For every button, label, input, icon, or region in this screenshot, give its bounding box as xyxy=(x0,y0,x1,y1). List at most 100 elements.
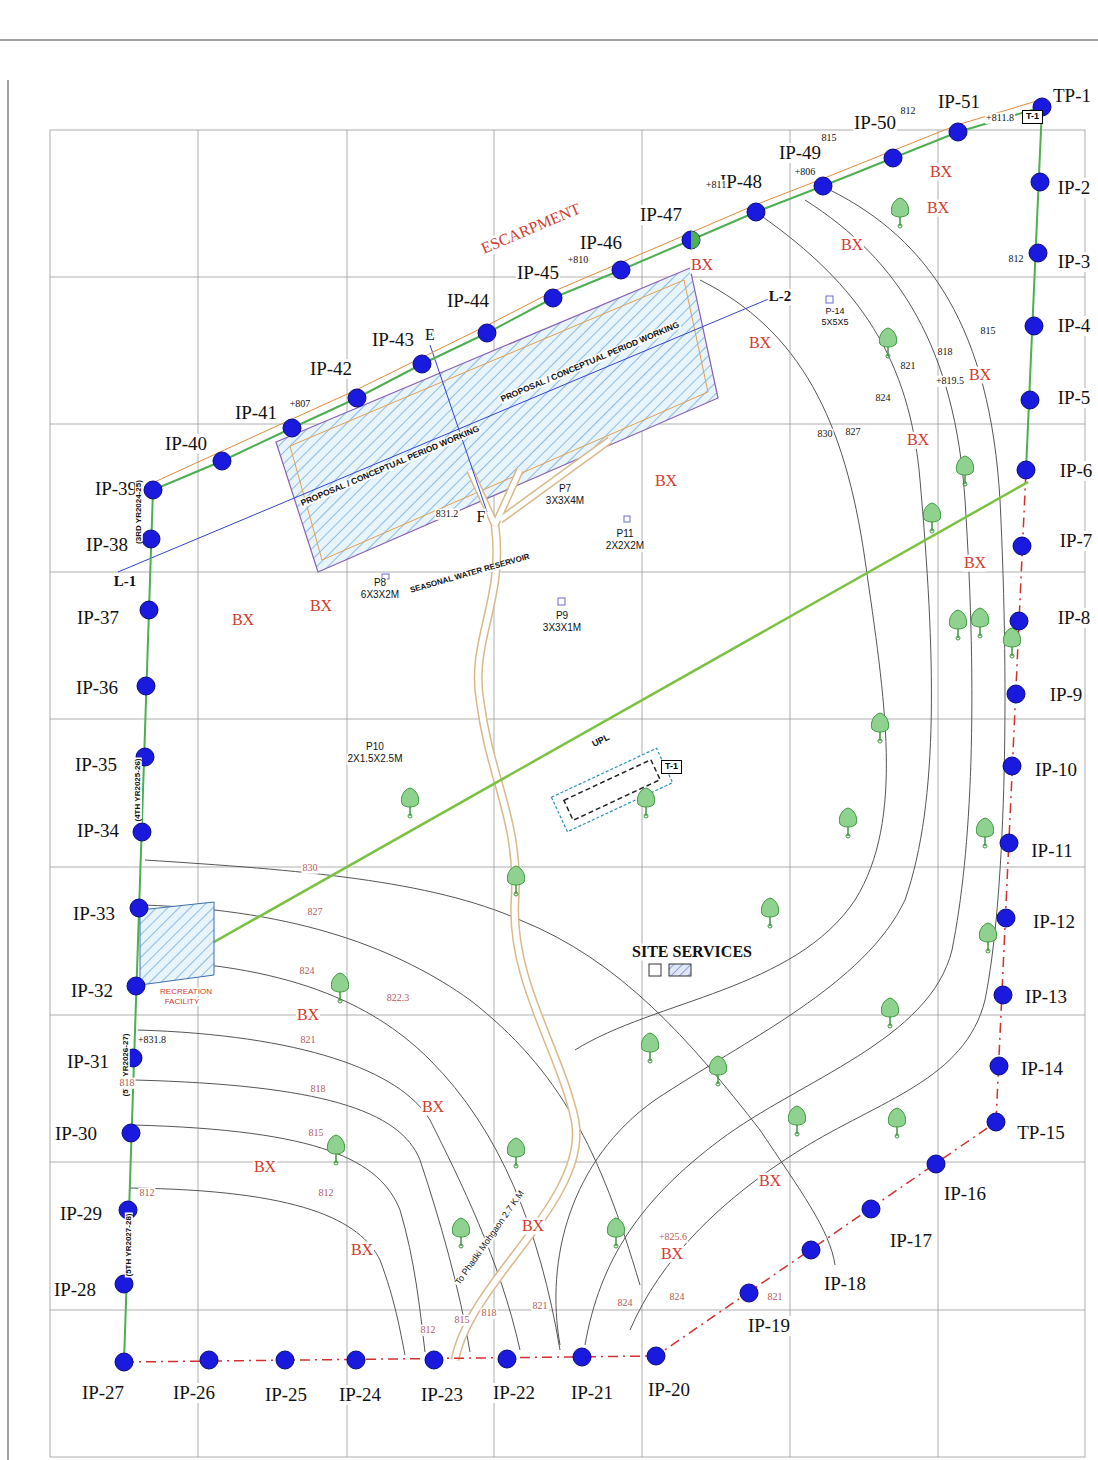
soil-label: BX xyxy=(906,432,930,449)
point-label: IP-12 xyxy=(1032,912,1076,932)
pit-label: P11 xyxy=(615,529,634,540)
point-label: IP-8 xyxy=(1057,608,1092,628)
elevation-label: 815 xyxy=(454,1315,471,1326)
point-label: IP-22 xyxy=(492,1383,536,1403)
point-label: IP-25 xyxy=(264,1385,308,1405)
elevation-label: +831.8 xyxy=(137,1035,167,1046)
elevation-label: +811.8 xyxy=(985,113,1015,124)
section-label: E xyxy=(424,327,436,344)
pit-label: P7 xyxy=(558,484,572,495)
soil-label: BX xyxy=(231,612,255,629)
legend-heading: SITE SERVICES xyxy=(631,944,753,961)
soil-label: BX xyxy=(690,257,714,274)
elevation-label: 821 xyxy=(900,361,917,372)
structure-label: T-1 xyxy=(665,761,678,771)
point-label: IP-38 xyxy=(85,535,129,555)
point-label: IP-33 xyxy=(72,904,116,924)
soil-label: BX xyxy=(253,1159,277,1176)
soil-label: BX xyxy=(350,1242,374,1259)
point-label: IP-7 xyxy=(1059,531,1094,551)
pit-label: 2X1.5X2.5M xyxy=(346,754,403,765)
point-label: IP-11 xyxy=(1030,841,1074,861)
line-label: UPL xyxy=(590,732,612,749)
soil-label: BX xyxy=(654,473,678,490)
soil-label: BX xyxy=(758,1173,782,1190)
area-label: FACILITY xyxy=(164,998,201,1006)
elevation-label: 812 xyxy=(1008,254,1025,265)
elevation-label: 824 xyxy=(669,1292,686,1303)
pit-label: 2X2X2M xyxy=(605,541,645,552)
elevation-label: 822.3 xyxy=(386,993,411,1004)
elevation-label: 818 xyxy=(937,347,954,358)
soil-label: BX xyxy=(968,367,992,384)
point-label: IP-32 xyxy=(70,981,114,1001)
soil-label: BX xyxy=(660,1246,684,1263)
elevation-label: 821 xyxy=(532,1301,549,1312)
elevation-label: 812 xyxy=(318,1188,335,1199)
point-label: IP-18 xyxy=(823,1274,867,1294)
soil-label: BX xyxy=(521,1218,545,1235)
elevation-label: 830 xyxy=(817,429,834,440)
road-label: To Phadki Mohgaon 2.7 K.M xyxy=(453,1188,527,1288)
point-label: IP-24 xyxy=(338,1385,382,1405)
elevation-label: 821 xyxy=(300,1035,317,1046)
point-label: IP-46 xyxy=(579,233,623,253)
point-label: IP-40 xyxy=(164,434,208,454)
point-label: IP-41 xyxy=(234,403,278,423)
point-label: IP-37 xyxy=(76,608,120,628)
point-label: IP-43 xyxy=(371,330,415,350)
structure-box: T-1 xyxy=(1022,110,1043,124)
elevation-label: +810 xyxy=(567,255,590,266)
elevation-label: 818 xyxy=(310,1084,327,1095)
soil-label: BX xyxy=(926,200,950,217)
area-label: RECREATION xyxy=(159,988,213,996)
soil-label: BX xyxy=(929,164,953,181)
section-label: F xyxy=(476,509,487,526)
elevation-label: 830 xyxy=(302,863,319,874)
point-label: IP-16 xyxy=(943,1184,987,1204)
point-label: IP-26 xyxy=(172,1383,216,1403)
elevation-label: +807 xyxy=(289,399,312,410)
point-label: IP-21 xyxy=(570,1383,614,1403)
point-label: IP-45 xyxy=(516,263,560,283)
section-label: L-2 xyxy=(768,289,793,305)
elevation-label: 824 xyxy=(299,966,316,977)
point-label: IP-42 xyxy=(309,359,353,379)
phase-label: (5TH YR2027-28) xyxy=(125,1213,133,1278)
pit-label: P10 xyxy=(365,742,385,753)
elevation-label: 815 xyxy=(980,326,997,337)
point-label: IP-50 xyxy=(853,113,897,133)
elevation-label: 824 xyxy=(875,393,892,404)
point-label: IP-6 xyxy=(1059,461,1094,481)
elevation-label: 824 xyxy=(617,1298,634,1309)
point-label: IP-14 xyxy=(1020,1059,1064,1079)
point-label: IP-29 xyxy=(59,1204,103,1224)
elevation-label: 818 xyxy=(481,1308,498,1319)
phase-label: (3RD YR2024-25) xyxy=(135,479,143,545)
point-label: IP-3 xyxy=(1057,252,1092,272)
soil-label: BX xyxy=(296,1007,320,1024)
point-label: IP-10 xyxy=(1034,760,1078,780)
section-label: L-1 xyxy=(113,574,138,590)
area-label: SEASONAL WATER RESERVOIR xyxy=(408,553,531,596)
structure-label: T-1 xyxy=(1026,111,1039,121)
point-label: IP-30 xyxy=(54,1124,98,1144)
point-label: IP-23 xyxy=(420,1385,464,1405)
point-label: IP-5 xyxy=(1057,388,1092,408)
elevation-label: +819.5 xyxy=(935,376,965,387)
point-label: IP-27 xyxy=(81,1383,125,1403)
pit-label: 3X3X4M xyxy=(545,496,585,507)
point-label: IP-19 xyxy=(747,1316,791,1336)
elevation-label: +811 xyxy=(705,180,727,191)
point-label: IP-51 xyxy=(937,92,981,112)
elevation-label: 827 xyxy=(845,427,862,438)
point-label: IP-34 xyxy=(76,821,120,841)
point-label: TP-1 xyxy=(1052,86,1092,106)
elevation-label: +806 xyxy=(794,167,817,178)
pit-label: 6X3X2M xyxy=(360,590,400,601)
elevation-label: +825.6 xyxy=(658,1232,688,1243)
elevation-label: 815 xyxy=(821,133,838,144)
phase-label: (4TH YR2025-26) xyxy=(134,758,142,823)
point-label: IP-17 xyxy=(889,1231,933,1251)
